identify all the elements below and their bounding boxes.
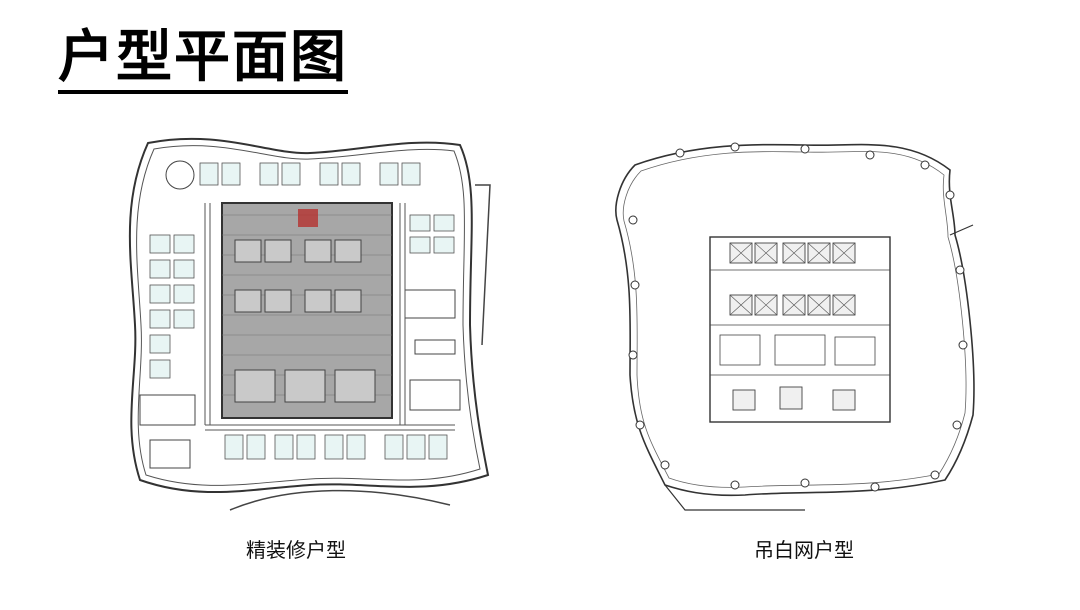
shell-floor-plan-icon — [615, 142, 975, 511]
shell-plan-caption: 吊白网户型 — [754, 538, 854, 562]
shell-floor-plan-image — [605, 125, 995, 520]
furnished-plan-caption: 精装修户型 — [246, 538, 346, 562]
furnished-floor-plan-image — [110, 125, 510, 520]
furnished-floor-plan-icon — [128, 137, 491, 511]
page-title: 户型平面图 — [58, 26, 348, 94]
